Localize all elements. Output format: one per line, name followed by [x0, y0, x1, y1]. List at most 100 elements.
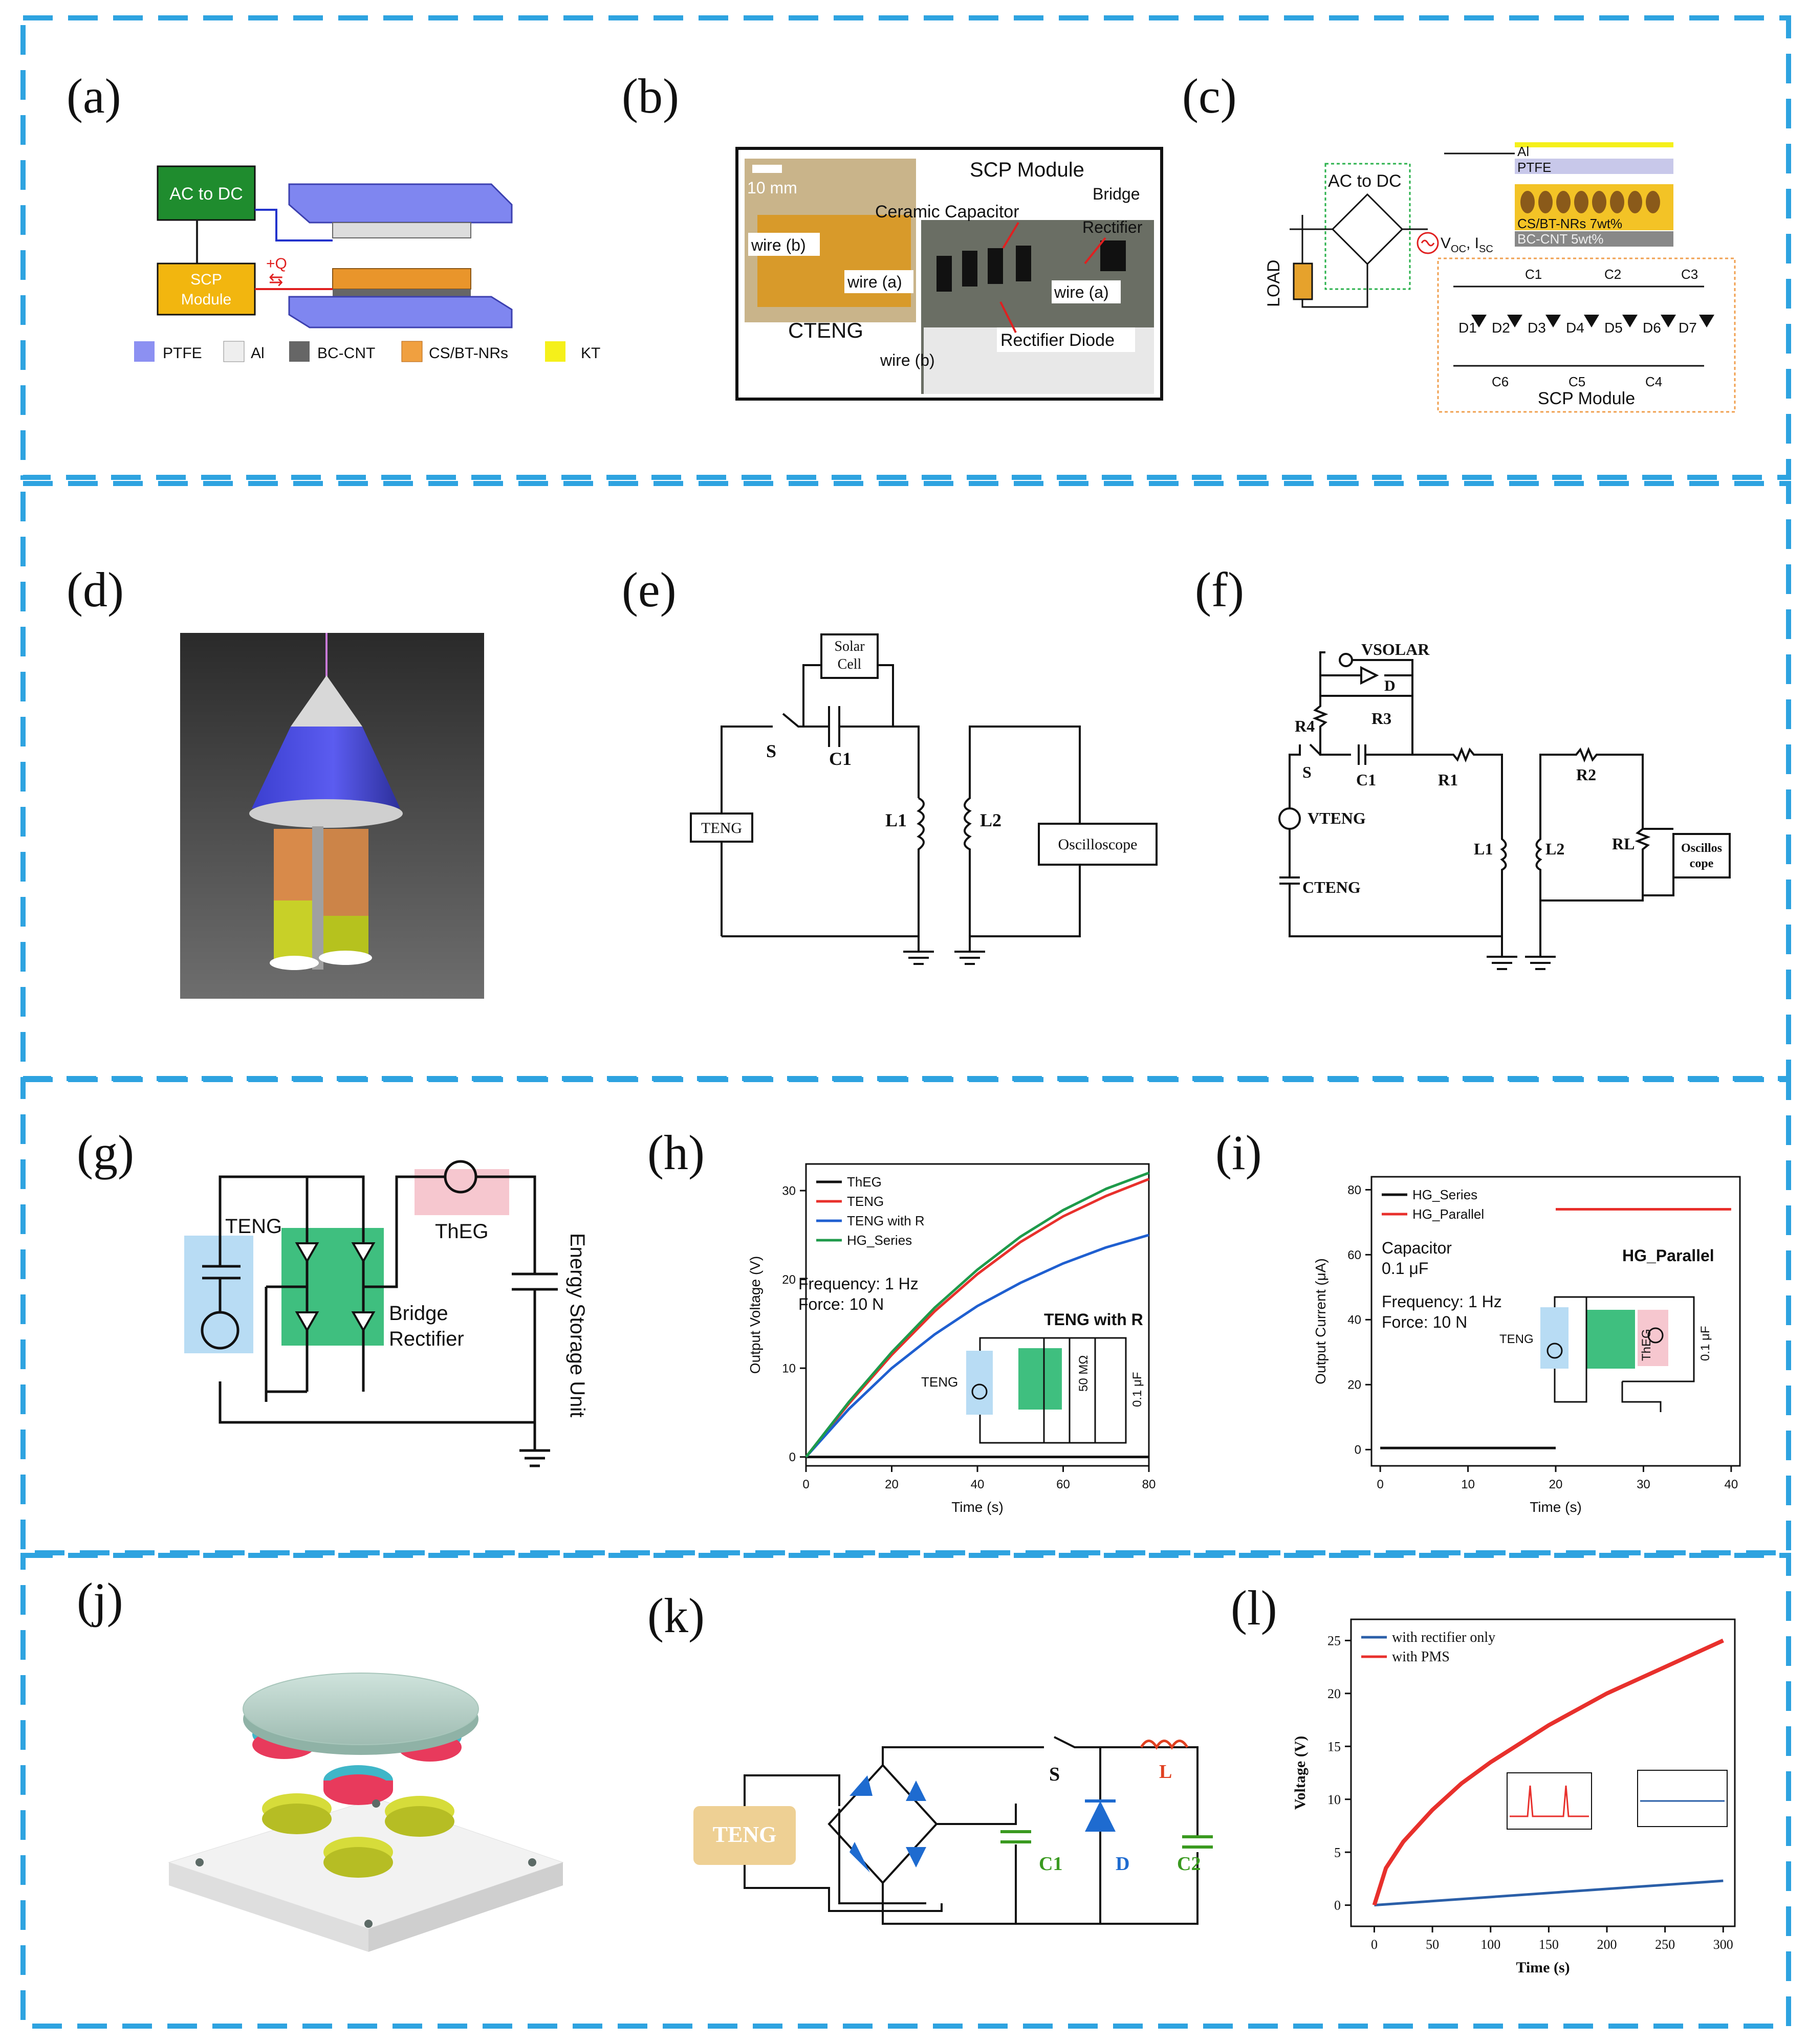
base-plate-right: [368, 1862, 563, 1952]
cteng-label: CTENG: [788, 318, 863, 342]
y-tick-label: 5: [1334, 1845, 1341, 1860]
y-tick-label: 10: [1327, 1792, 1341, 1807]
rectifier-label: Rectifier: [1082, 218, 1143, 236]
load-wires: [1301, 215, 1368, 308]
k-wires: [882, 1736, 1199, 1925]
base-plate-left: [169, 1862, 368, 1952]
panel-label-a: (a): [67, 69, 121, 123]
diode-d-label: D: [1384, 677, 1396, 694]
e-solar-branch: [802, 664, 894, 727]
i-inset-circuit: [1546, 1296, 1695, 1412]
charge-arrows: ⇆: [269, 270, 284, 290]
oscilloscope-label: Oscilloscope: [1058, 836, 1138, 853]
x-tick-label: 0: [1377, 1478, 1383, 1491]
r4-label: R4: [1295, 717, 1315, 735]
wire-b-label-1: wire (b): [751, 236, 806, 254]
i-inset-bridge-box: [1586, 1310, 1635, 1369]
panel-label-d: (d): [67, 562, 124, 617]
solar-label-1: Solar: [834, 639, 865, 654]
wire-a-label-1: wire (a): [847, 273, 902, 291]
solar-label-2: Cell: [838, 656, 862, 672]
csbt-layer: [332, 268, 471, 290]
diode-tag: [997, 327, 1135, 352]
l-inset-1-trace: [1510, 1785, 1589, 1817]
cylinder-left-top: [274, 829, 315, 900]
rectifier-diode-label: Rectifier Diode: [1000, 331, 1115, 350]
series-line-teng-with-r: [805, 1234, 1149, 1458]
legend-kt-swatch: [545, 341, 565, 362]
scp-diodes: D1 D2 D3 D4 D5 D6 D7: [1458, 315, 1714, 336]
csbt-particles: [1520, 191, 1660, 213]
f-osc-label-2: cope: [1690, 857, 1714, 870]
h-inset-resistor-label: 50 MΩ: [1077, 1355, 1091, 1392]
bottom-disks: [262, 1793, 454, 1878]
top-al-layer: [332, 222, 471, 238]
ptfe-label: PTFE: [1517, 160, 1551, 175]
k-inductor-label: L: [1159, 1761, 1172, 1783]
wire-a-tag-2: [1052, 280, 1121, 303]
ptfe-layer: [1515, 159, 1673, 174]
h-force-label: Force: 10 N: [798, 1295, 884, 1313]
f-r4-c1: [1312, 696, 1413, 765]
x-tick-label: 80: [1142, 1478, 1156, 1491]
scp-module-label: SCP Module: [1538, 389, 1635, 408]
scp-bottom-capacitors: C6 C5 C4: [1492, 374, 1662, 389]
bccnt-label: BC-CNT 5wt%: [1517, 231, 1604, 247]
g-teng-source: [201, 1311, 239, 1350]
i-inset-teng-box: [1540, 1307, 1569, 1369]
diode-d3: D3: [1528, 320, 1546, 336]
e-right-loop: [954, 726, 1081, 965]
k-inductor-symbol: [1140, 1740, 1189, 1750]
x-tick-label: 60: [1056, 1478, 1070, 1491]
scale-label: 10 mm: [747, 179, 797, 197]
ceramic-capacitor-label: Ceramic Capacitor: [875, 202, 1019, 222]
wire-b-label-2: wire (b): [880, 351, 935, 369]
panel-i-annotations: Capacitor 0.1 μF Frequency: 1 Hz Force: …: [1382, 1239, 1714, 1412]
material-legend: PTFE Al BC-CNT CS/BT-NRs KT: [134, 341, 600, 362]
legend-csbt: CS/BT-NRs: [429, 345, 508, 362]
bccnt-layer: [333, 289, 471, 297]
x-tick-label: 250: [1655, 1937, 1675, 1952]
g-diodes: [295, 1242, 376, 1333]
g-ground: [265, 1392, 550, 1467]
y-tick-label: 20: [1327, 1686, 1341, 1701]
middle-disks: [323, 1765, 393, 1805]
load-label: LOAD: [1264, 259, 1283, 307]
series-line-with-pms: [1372, 1638, 1724, 1906]
series-line-with-rectifier-only: [1374, 1879, 1724, 1907]
cap-c1: C1: [1525, 267, 1542, 282]
g-wires: [219, 1175, 536, 1450]
panel-f-labels: VSOLAR D R3 R4 S C1 R1 VTENG L1 CTENG R2…: [1295, 640, 1722, 896]
e-top-loop: [721, 706, 920, 936]
panel-l-insets: [1507, 1770, 1728, 1830]
g-theg-source: [444, 1160, 477, 1194]
panel-frames: [20, 15, 1791, 2029]
glass-disk-top: [243, 1673, 479, 1745]
center-rod: [312, 826, 323, 970]
cap-c5: C5: [1569, 374, 1585, 389]
wire-b-tag-1: [748, 233, 820, 256]
legend-label: with rectifier only: [1392, 1630, 1495, 1645]
panel-label-f: (f): [1195, 562, 1244, 617]
l-inset-1: [1507, 1772, 1592, 1830]
x-tick-label: 200: [1597, 1937, 1617, 1952]
row1-frame: [20, 15, 1791, 480]
k-teng-label: TENG: [713, 1822, 777, 1847]
y-axis-label: Voltage (V): [1292, 1736, 1309, 1810]
al-label: Al: [1517, 144, 1529, 159]
y-axis-label: Output Current (μA): [1313, 1258, 1328, 1384]
bottom-ptfe-plate: [288, 296, 513, 328]
cap-c6: C6: [1492, 374, 1509, 389]
legend-kt: KT: [581, 345, 600, 362]
i-inset-theg-label: ThEG: [1640, 1329, 1653, 1361]
teng-label: TENG: [701, 820, 742, 837]
k-c1-symbol: [1000, 1830, 1031, 1843]
panel-label-l: (l): [1231, 1580, 1277, 1635]
diode-d4: D4: [1566, 320, 1584, 336]
legend-label: HG_Series: [847, 1233, 912, 1248]
x-tick-label: 100: [1480, 1937, 1500, 1952]
ac-dc-box: [1324, 163, 1411, 290]
